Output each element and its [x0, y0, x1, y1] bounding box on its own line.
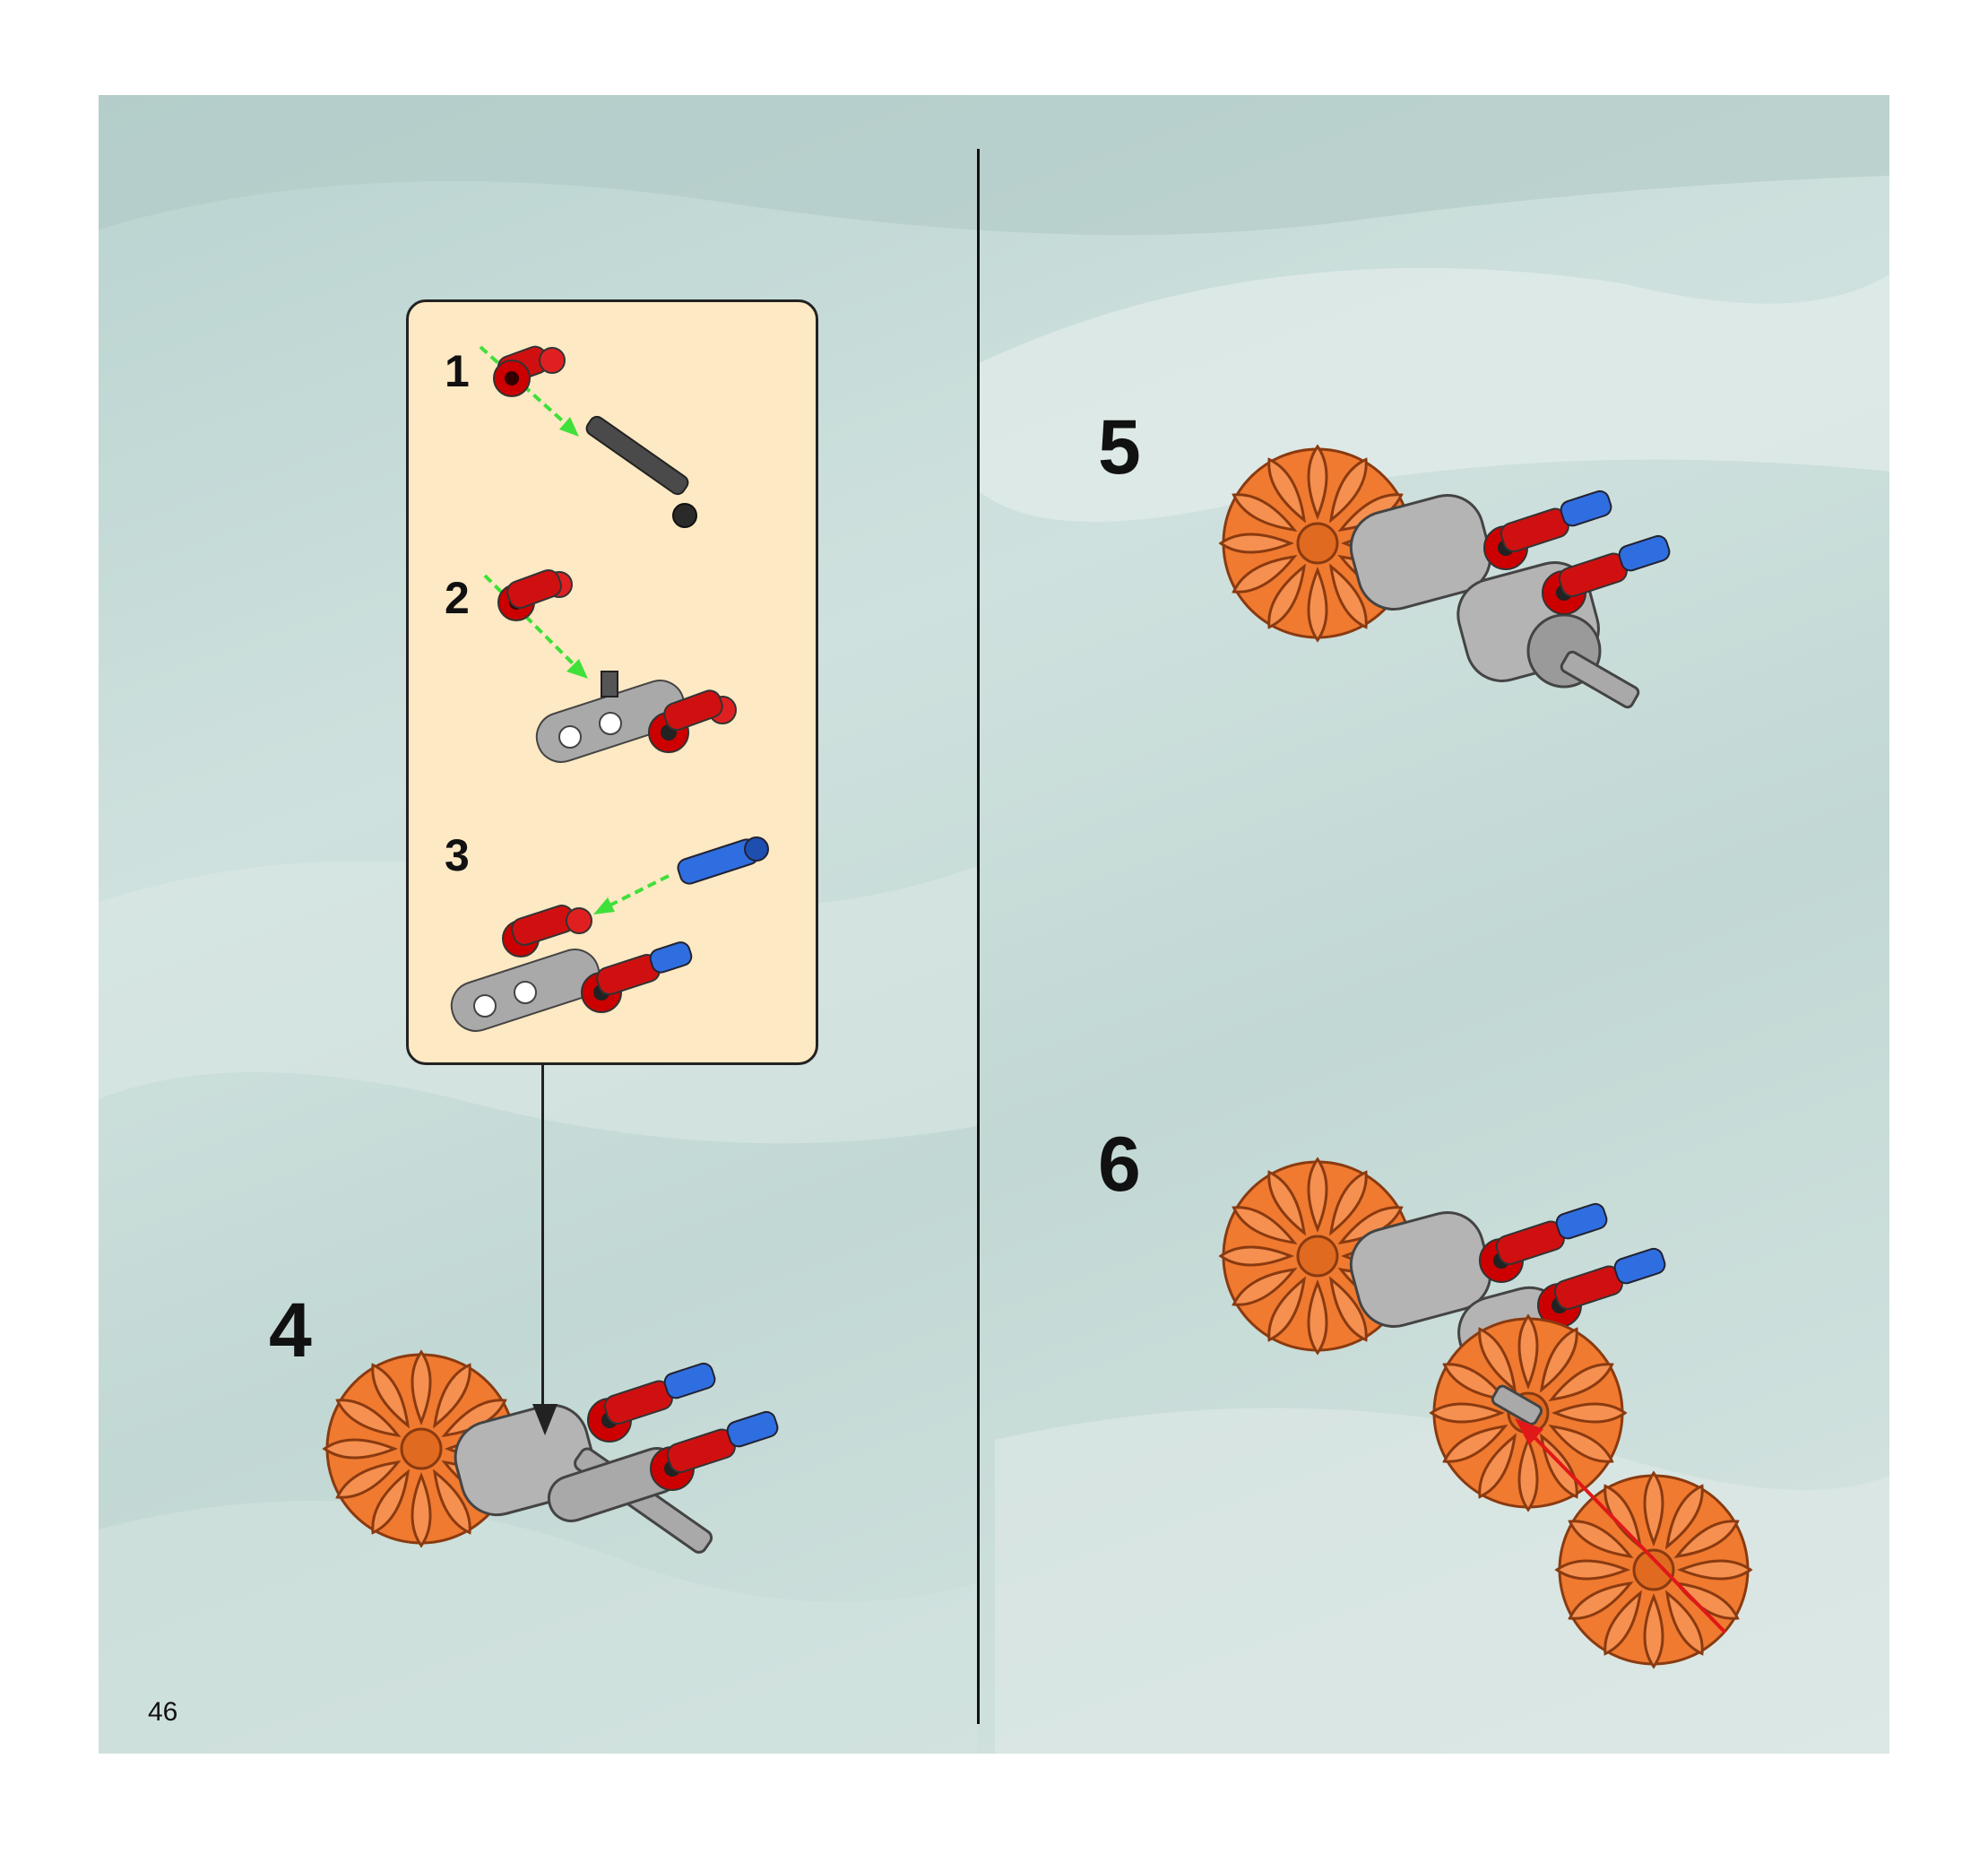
step-5-assembly	[1221, 446, 1672, 709]
instruction-page: 1 2 3	[99, 95, 1889, 1754]
step-6-assembly	[1221, 1159, 1750, 1667]
page-number: 46	[148, 1697, 177, 1728]
step-4-assembly	[324, 1352, 780, 1555]
main-step-illustrations	[99, 95, 1889, 1754]
